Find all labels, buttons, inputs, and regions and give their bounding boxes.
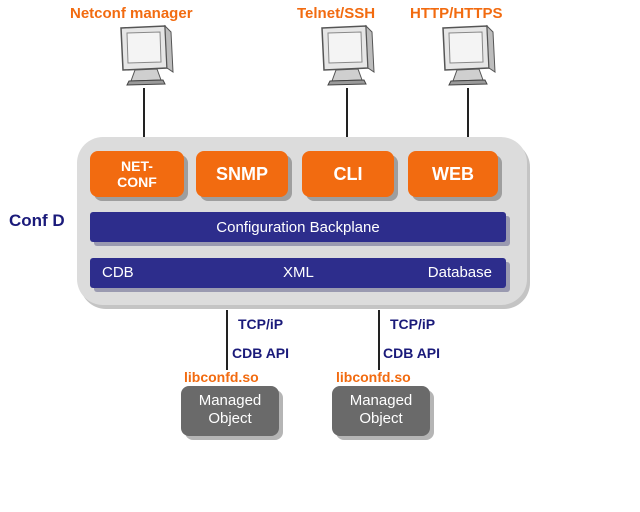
connector-line [467,88,469,138]
cdb-label: CDB [102,264,134,281]
managed-object-line2: Object [208,410,252,427]
telnet-ssh-label: Telnet/SSH [297,5,376,22]
connector-line [143,88,145,138]
snmp-label: SNMP [215,163,268,184]
netconf-label-line1: NET- [121,158,153,174]
http-https-label: HTTP/HTTPS [410,5,503,22]
connector-line [378,310,380,370]
cdb-api-label: CDB API [383,345,441,361]
managed-object-box: Managed Object [332,386,430,436]
web-label: WEB [432,163,474,184]
monitor-icon [316,24,376,86]
connector-line [226,310,228,370]
confd-label: Conf D [9,211,65,230]
database-label: Database [427,264,492,281]
libconfd-label: libconfd.so [336,369,411,385]
snmp-box: SNMP [196,151,288,197]
managed-object-line2: Object [359,410,403,427]
tcpip-label: TCP/iP [238,316,284,332]
configuration-backplane-bar: Configuration Backplane [90,212,506,242]
managed-object-line1: Managed [349,392,413,409]
netconf-label-line2: CONF [117,174,157,190]
managed-object-box: Managed Object [181,386,279,436]
netconf-manager-label: Netconf manager [70,5,193,22]
database-bar: CDB XML Database [90,258,506,288]
tcpip-label: TCP/iP [390,316,436,332]
backplane-label: Configuration Backplane [216,218,380,236]
cli-box: CLI [302,151,394,197]
monitor-icon [115,24,175,86]
xml-label: XML [283,264,314,281]
monitor-icon [437,24,497,86]
connector-line [346,88,348,138]
managed-object-line1: Managed [198,392,262,409]
netconf-box: NET- CONF [90,151,184,197]
web-box: WEB [408,151,498,197]
libconfd-label: libconfd.so [184,369,259,385]
cli-label: CLI [333,163,363,184]
cdb-api-label: CDB API [232,345,290,361]
